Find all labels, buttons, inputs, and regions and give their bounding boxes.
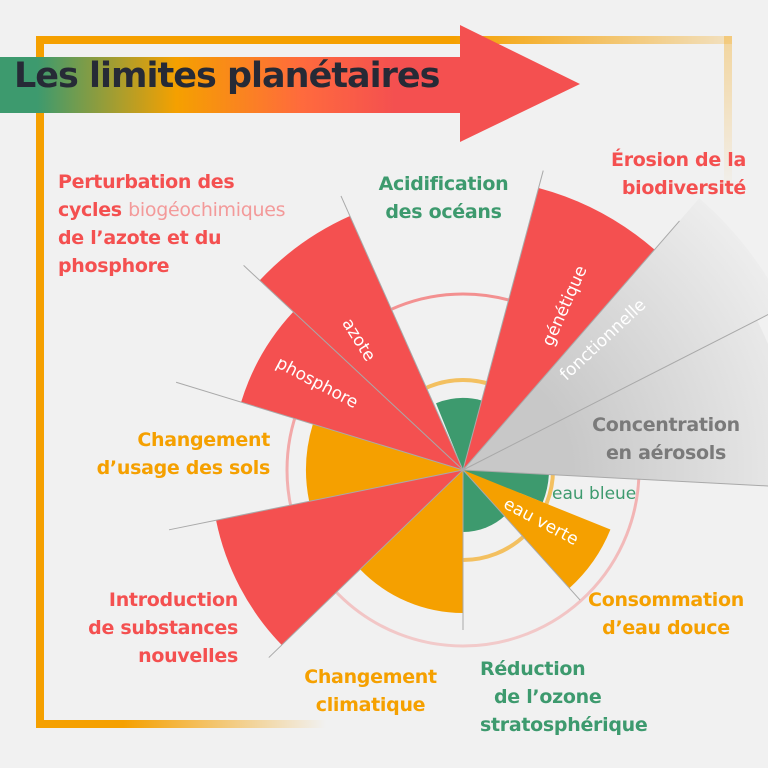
label-line: stratosphérique <box>480 714 648 736</box>
label-line: Introduction <box>108 589 238 611</box>
wedge-biodiversity-genetic <box>463 187 655 471</box>
label-biodiversity-erosion: Érosion de la biodiversité <box>611 146 746 202</box>
label-line: climatique <box>315 694 426 716</box>
sector-divider <box>168 469 464 531</box>
label-line: de substances <box>88 617 238 639</box>
label-line: cycles biogéochimiques <box>58 196 286 224</box>
label-ozone-depletion: Réduction de l’ozone stratosphérique <box>480 655 648 739</box>
label-line: Acidification <box>378 173 509 195</box>
title-banner <box>0 25 580 142</box>
label-climate-change: Changement climatique <box>288 663 453 719</box>
page-title: Les limites planétaires <box>14 56 441 96</box>
sector-divider <box>462 170 544 471</box>
label-novel-entities: Introduction de substances nouvelles <box>88 586 238 670</box>
label-freshwater-use: Consommation d’eau douce <box>570 586 762 642</box>
wedge-blue-water <box>463 470 549 503</box>
sector-divider <box>243 265 464 471</box>
sector-divider <box>462 469 768 487</box>
label-text-highlight: biogéochimiques <box>128 199 286 221</box>
label-line: de l’ozone <box>494 686 602 708</box>
label-line: en aérosols <box>605 442 727 464</box>
label-line: phosphore <box>58 255 170 277</box>
label-biogeochemical-cycles: Perturbation des cycles biogéochimiques … <box>58 168 286 280</box>
label-text: cycles <box>58 199 129 221</box>
label-line: des océans <box>385 201 502 223</box>
wedge-green-water <box>463 470 611 589</box>
sector-divider <box>175 381 464 471</box>
wedge-biodiversity-functional <box>463 198 768 470</box>
label-line: d’usage des sols <box>96 457 271 479</box>
sector-divider <box>340 195 464 471</box>
sector-divider <box>462 314 768 471</box>
wedge-ocean-acidification <box>436 398 482 470</box>
label-ocean-acidification: Acidification des océans <box>366 170 521 226</box>
label-line: Changement <box>304 666 437 688</box>
label-line: d’eau douce <box>602 617 730 639</box>
label-aerosols: Concentration en aérosols <box>576 411 756 467</box>
label-line: nouvelles <box>138 645 238 667</box>
frame <box>36 36 732 728</box>
sector-divider <box>462 220 680 471</box>
wedge-label-eau-bleue: eau bleue <box>552 484 637 504</box>
label-line: Réduction <box>480 658 586 680</box>
label-line: Érosion de la <box>611 149 746 171</box>
wedge-climate-change <box>360 470 463 613</box>
sector-divider <box>462 469 581 601</box>
label-land-use-change: Changement d’usage des sols <box>96 426 271 482</box>
label-line: Concentration <box>592 414 740 436</box>
wedge-phosphorus <box>241 311 463 470</box>
label-line: biodiversité <box>621 177 746 199</box>
sector-divider <box>268 469 464 658</box>
label-line: Changement <box>137 429 270 451</box>
wedge-aerosols <box>463 320 768 486</box>
wedge-novel-entities <box>216 470 463 646</box>
label-line: Perturbation des <box>58 171 235 193</box>
label-line: de l’azote et du <box>58 227 222 249</box>
wedge-nitrogen <box>259 216 463 470</box>
wedge-land-use <box>306 424 463 502</box>
label-line: Consommation <box>588 589 744 611</box>
